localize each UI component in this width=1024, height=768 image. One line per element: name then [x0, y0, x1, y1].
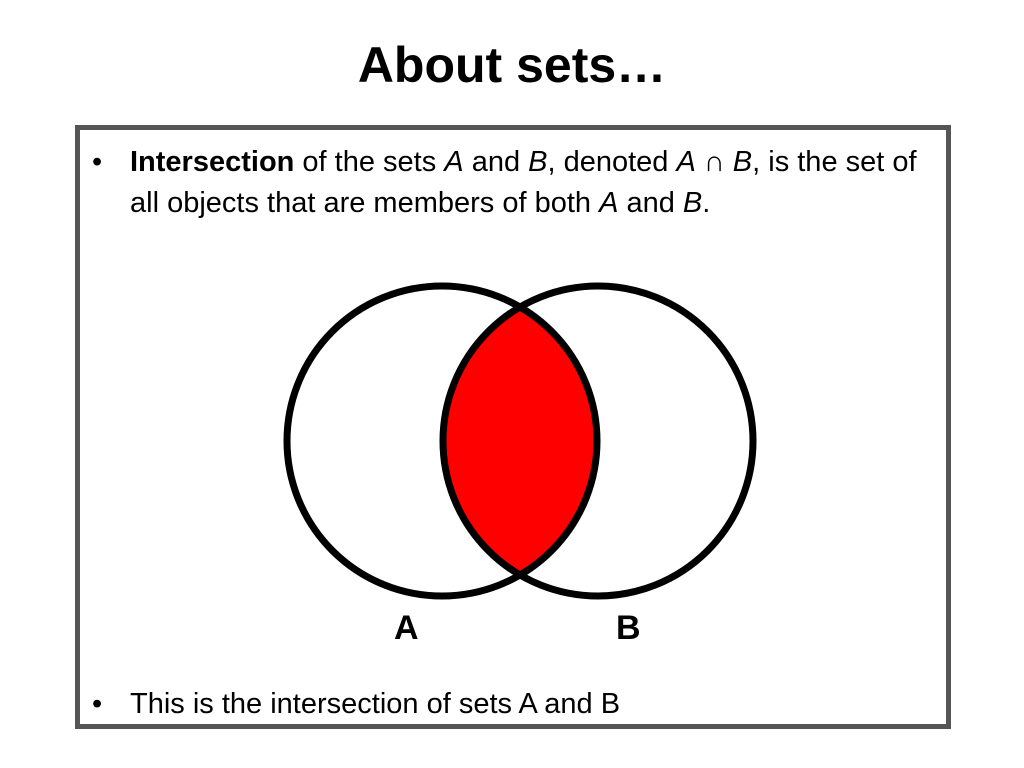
intersection-symbol: ∩ — [695, 146, 733, 178]
set-b-circle — [439, 282, 757, 600]
venn-diagram — [283, 282, 757, 600]
set-b-label: B — [616, 609, 641, 647]
term-intersection: Intersection — [130, 146, 295, 178]
bullet-text: This is the intersection of sets A and B — [130, 688, 621, 720]
bullet-marker: • — [92, 146, 103, 178]
slide-title: About sets… — [357, 37, 667, 93]
set-symbol-b: B — [528, 146, 548, 178]
set-symbol-b: B — [732, 146, 753, 178]
set-a-label: A — [394, 609, 419, 647]
set-symbol-a: A — [599, 187, 619, 219]
set-symbol-b: B — [682, 187, 703, 219]
bullet-definition: • Intersection of the sets A and B, deno… — [92, 142, 922, 272]
text-segment: of the sets — [294, 146, 445, 178]
text-segment: , denoted — [547, 146, 677, 178]
content-box: • Intersection of the sets A and B, deno… — [75, 125, 951, 729]
bullet-caption: • This is the intersection of sets A and… — [92, 684, 922, 725]
set-symbol-a: A — [676, 146, 696, 178]
bullet-marker: • — [92, 688, 103, 720]
set-symbol-a: A — [444, 146, 464, 178]
text-segment: and — [463, 146, 529, 178]
text-segment: , is the set of all objects that are mem… — [130, 146, 917, 219]
bullet-text: Intersection of the sets A and B, denote… — [130, 142, 930, 224]
text-segment: . — [702, 187, 711, 219]
set-a-circle — [283, 282, 601, 600]
text-segment: and — [618, 187, 683, 219]
intersection-region — [443, 286, 597, 596]
